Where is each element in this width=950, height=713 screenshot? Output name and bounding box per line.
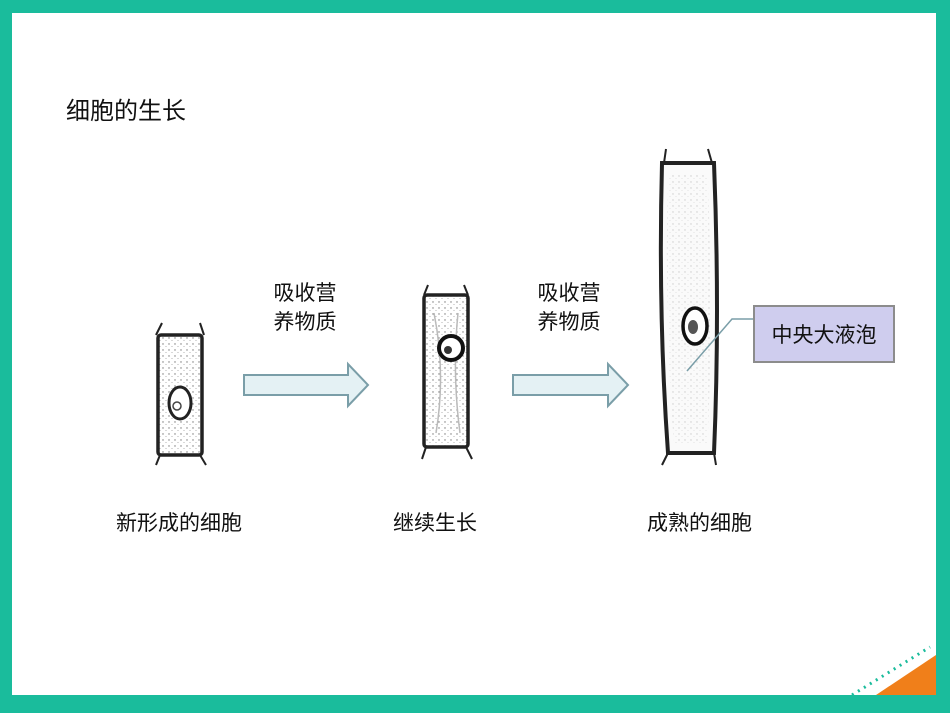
arrow-1-label-line2: 养物质 xyxy=(273,310,337,334)
new-cell-drawing xyxy=(155,322,207,466)
arrow-1 xyxy=(243,361,370,409)
cell-diagram xyxy=(155,148,753,466)
caption-growing-cell: 继续生长 xyxy=(393,511,477,535)
caption-new-cell: 新形成的细胞 xyxy=(116,511,242,535)
central-vacuole-callout: 中央大液泡 xyxy=(753,305,895,363)
arrow-2-label-line2: 养物质 xyxy=(537,310,601,334)
slide-title: 细胞的生长 xyxy=(66,97,186,125)
caption-mature-cell: 成熟的细胞 xyxy=(647,511,752,535)
arrow-1-label-line1: 吸收营 xyxy=(273,281,337,305)
arrow-2-label-line1: 吸收营 xyxy=(537,281,601,305)
mature-cell-drawing xyxy=(658,148,753,466)
corner-decoration-icon xyxy=(851,645,936,695)
arrow-1-label: 吸收营 养物质 xyxy=(260,279,350,337)
arrow-2-label: 吸收营 养物质 xyxy=(524,279,614,337)
slide-canvas: 细胞的生长 xyxy=(12,13,936,695)
growing-cell-drawing xyxy=(421,284,473,460)
callout-leader-line xyxy=(686,318,753,372)
arrow-2 xyxy=(512,361,630,409)
